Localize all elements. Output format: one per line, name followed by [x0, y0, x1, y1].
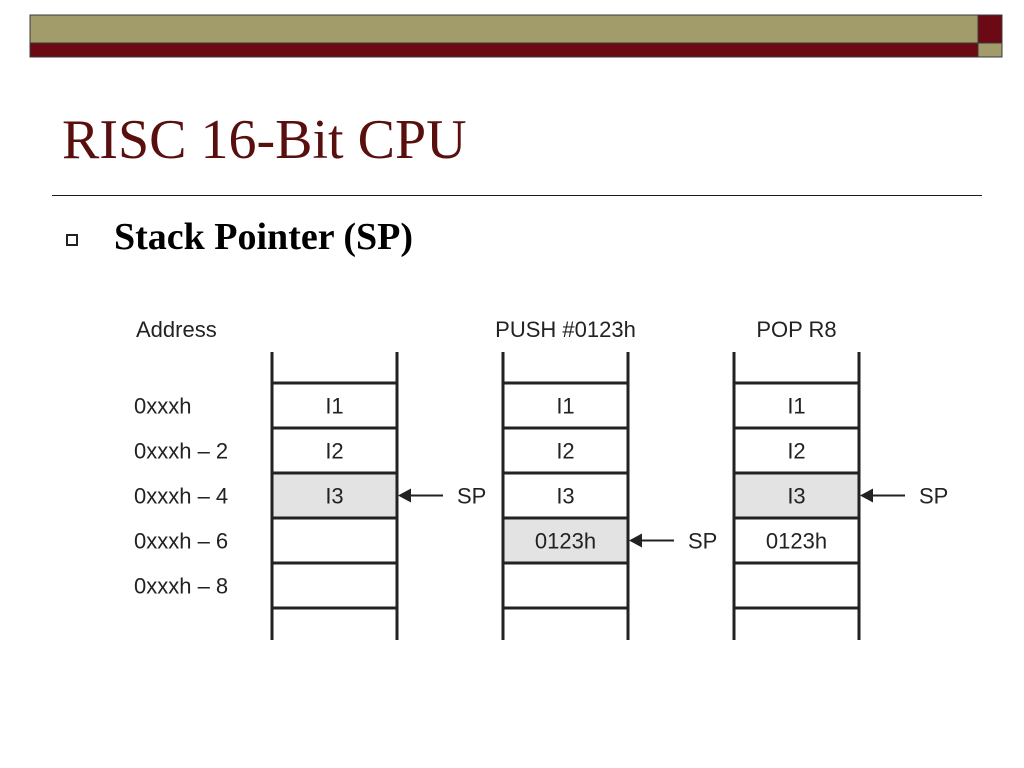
- stack-cell: I1: [787, 394, 805, 419]
- address-label: 0xxxh – 4: [134, 484, 228, 509]
- stack-cell: I1: [325, 394, 343, 419]
- corner-olive-square: [977, 42, 1003, 58]
- sp-label: SP: [919, 484, 948, 509]
- stack-cell: I3: [556, 484, 574, 509]
- sp-label: SP: [688, 529, 717, 554]
- address-label: 0xxxh – 8: [134, 574, 228, 599]
- highlighted-cell: [272, 473, 397, 518]
- stack-cell: 0123h: [766, 529, 827, 554]
- bullet-text: Stack Pointer (SP): [114, 216, 414, 258]
- slide-title: RISC 16-Bit CPU: [62, 109, 467, 171]
- sp-arrow-head: [860, 488, 873, 503]
- sp-arrow-head: [629, 533, 642, 548]
- stack-cell: I3: [787, 484, 805, 509]
- stack-cell: I1: [556, 394, 574, 419]
- address-label: 0xxxh – 6: [134, 529, 228, 554]
- stack-cell: I2: [325, 439, 343, 464]
- bullet-square-icon: [66, 234, 78, 246]
- olive-band: [29, 14, 979, 44]
- stack-cell: I2: [556, 439, 574, 464]
- sp-arrow-head: [398, 488, 411, 503]
- address-label: 0xxxh: [134, 394, 191, 419]
- stack-cell: 0123h: [535, 529, 596, 554]
- address-label: 0xxxh – 2: [134, 439, 228, 464]
- title-divider: [52, 195, 982, 196]
- stack-cell: I2: [787, 439, 805, 464]
- stack-header: POP R8: [756, 317, 836, 342]
- address-header: Address: [136, 317, 217, 342]
- corner-maroon-square: [977, 14, 1003, 44]
- stack-cell: I3: [325, 484, 343, 509]
- sp-label: SP: [457, 484, 486, 509]
- highlighted-cell: [503, 518, 628, 563]
- header-bar: [29, 14, 1003, 58]
- highlighted-cell: [734, 473, 859, 518]
- stack-header: PUSH #0123h: [495, 317, 636, 342]
